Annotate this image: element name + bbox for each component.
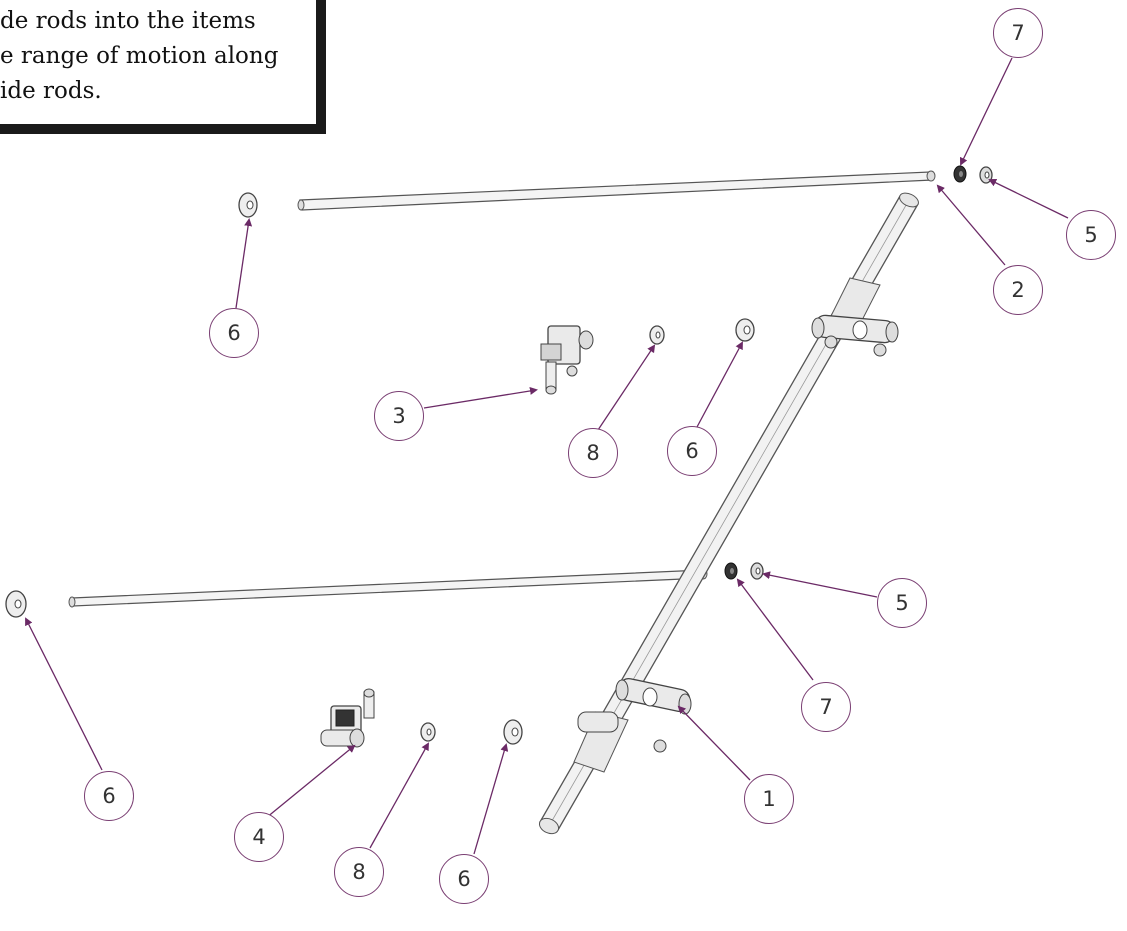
callout-7-top: 7	[993, 8, 1043, 58]
callout-8-top: 8	[568, 428, 618, 478]
callout-6-left-top: 6	[209, 308, 259, 358]
leader-6-mid-top	[696, 341, 743, 428]
clamp-lower	[577, 677, 692, 753]
bracket-part-3	[540, 325, 594, 395]
leader-4	[265, 744, 356, 819]
clamp-upper	[811, 314, 899, 357]
guide-rod-bottom	[68, 568, 708, 608]
callout-2: 2	[993, 265, 1043, 315]
guide-rod-top	[297, 170, 936, 211]
instruction-note-box: de rods into the items e range of motion…	[0, 0, 326, 134]
callout-6-bottom: 6	[439, 854, 489, 904]
main-tube	[538, 192, 919, 835]
leader-2	[936, 184, 1006, 266]
washer-8-top	[649, 325, 665, 345]
washer-8-bottom	[420, 722, 436, 742]
leader-6-bottom	[473, 743, 509, 855]
leader-3	[423, 387, 538, 409]
nut-5-mid	[750, 562, 764, 580]
spacer-6-mid-top	[735, 318, 755, 342]
leader-7-mid	[736, 578, 814, 681]
leader-lines	[25, 57, 1069, 855]
instruction-line-3: ide rods.	[0, 78, 102, 104]
callout-5-mid: 5	[877, 578, 927, 628]
leader-6-top-left	[235, 218, 253, 309]
instruction-line-2: e range of motion along	[0, 43, 279, 69]
leader-6-left-bottom	[25, 617, 103, 771]
callout-5-top: 5	[1066, 210, 1116, 260]
leader-5-mid	[762, 571, 878, 598]
leader-5-top	[988, 179, 1069, 219]
leader-1	[677, 705, 751, 781]
leader-8-bottom	[369, 742, 429, 849]
callout-7-mid: 7	[801, 682, 851, 732]
leader-8-top	[597, 344, 656, 431]
nut-7-top	[953, 165, 967, 183]
callout-6-mid-top: 6	[667, 426, 717, 476]
callout-4: 4	[234, 812, 284, 862]
callout-1: 1	[744, 774, 794, 824]
nut-7-mid	[724, 562, 738, 580]
spacer-6-top-left	[238, 192, 258, 218]
instruction-line-1: de rods into the items	[0, 8, 256, 34]
callout-6-left-bottom: 6	[84, 771, 134, 821]
leader-7-top	[959, 57, 1013, 166]
callout-3: 3	[374, 391, 424, 441]
callout-8-bottom: 8	[334, 847, 384, 897]
nut-5-top	[979, 166, 993, 184]
spacer-6-bottom	[503, 719, 523, 745]
bracket-part-4	[320, 688, 375, 748]
spacer-6-left-bottom	[5, 590, 27, 618]
